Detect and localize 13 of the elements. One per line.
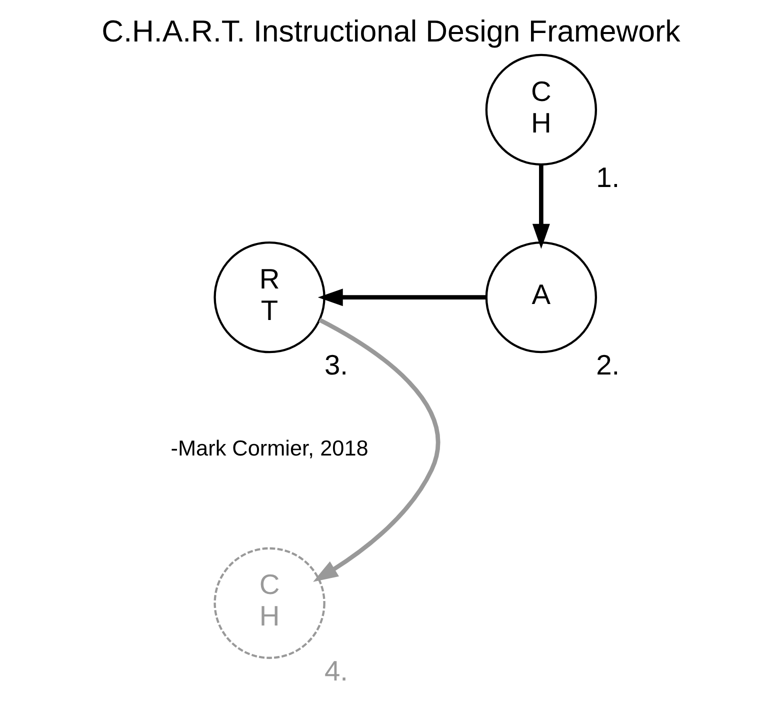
arrow bbox=[532, 164, 550, 249]
caption: -Mark Cormier, 2018 bbox=[170, 436, 368, 461]
diagram-title: C.H.A.R.T. Instructional Design Framework bbox=[101, 15, 680, 48]
node-label: 2. bbox=[596, 348, 620, 381]
node-circle: A bbox=[484, 241, 597, 354]
arrow bbox=[312, 318, 440, 582]
node-circle: R T bbox=[213, 241, 325, 354]
node-label: 3. bbox=[324, 348, 348, 381]
node-circle: C H bbox=[213, 547, 325, 659]
node-label: 4. bbox=[324, 654, 348, 686]
arrow bbox=[317, 288, 486, 306]
node-label: 1. bbox=[596, 161, 620, 194]
node-circle: C H bbox=[484, 54, 597, 166]
